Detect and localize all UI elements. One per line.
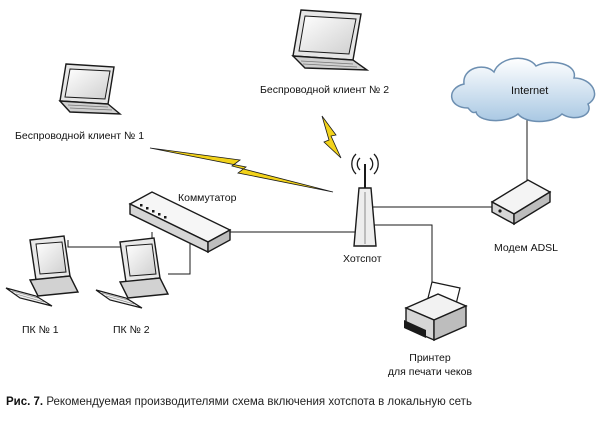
switch-label: Коммутатор [178,192,237,204]
printer-label-line2: для печати чеков [387,366,473,378]
printer-label-line1: Принтер [409,352,451,364]
pc2-label: ПК № 2 [113,324,150,336]
desktop-pc-icon [5,235,80,307]
wireless-links [149,115,342,193]
wireless-signal-icon [351,153,379,175]
pc1-label: ПК № 1 [22,324,59,336]
printer-icon [404,281,468,342]
modem-icon [490,179,552,226]
switch-icon [128,191,232,254]
lightning-icon [149,147,334,193]
hotspot-label: Хотспот [343,253,382,265]
caption-prefix: Рис. 7. [6,396,44,408]
internet-label: Internet [511,85,549,97]
lightning-icon [321,115,342,159]
wireless-client-2-label: Беспроводной клиент № 2 [260,84,390,96]
link-switch-pc2 [168,243,191,275]
desktop-pc-icon [95,237,170,309]
caption-text: Рекомендуемая производителями схема вклю… [43,396,472,408]
laptop-icon [58,63,123,115]
router-icon [351,153,379,247]
wireless-client-1-label: Беспроводной клиент № 1 [15,130,145,142]
laptop-icon [291,9,370,71]
modem-label: Модем ADSL [494,242,559,254]
cloud-icon [451,57,596,123]
figure-caption: Рис. 7. Рекомендуемая производителями сх… [6,396,472,408]
link-hotspot-printer [372,224,433,288]
